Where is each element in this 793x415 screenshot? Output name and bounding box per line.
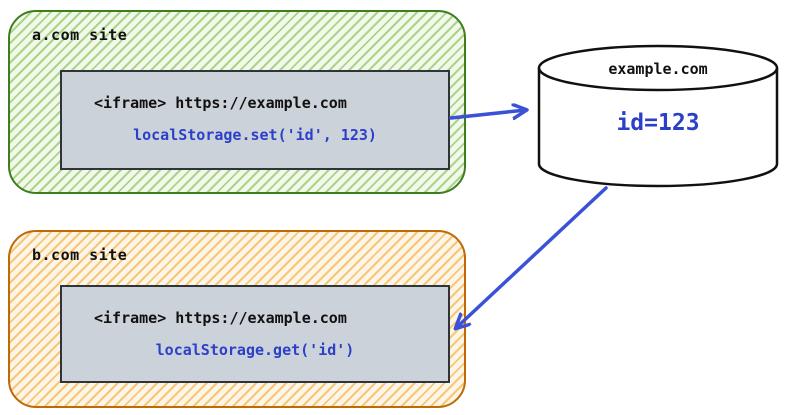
site-a-label: a.com site [32,26,128,44]
site-b-label: b.com site [32,246,128,264]
site-b-container: b.com site <iframe> https://example.com … [8,230,466,408]
arrow-storage-to-get [456,186,608,328]
site-a-iframe-text: <iframe> https://example.com [94,94,347,112]
site-b-iframe-text: <iframe> https://example.com [94,309,347,327]
site-a-iframe-box: <iframe> https://example.com localStorag… [60,70,450,170]
site-a-code-text: localStorage.set('id', 123) [133,126,377,144]
site-b-code-text: localStorage.get('id') [155,341,355,359]
storage-cylinder: example.com id=123 [536,42,780,192]
site-a-container: a.com site <iframe> https://example.com … [8,10,466,194]
cylinder-shape-icon [537,44,779,188]
site-b-iframe-box: <iframe> https://example.com localStorag… [60,285,450,383]
storage-domain-label: example.com [608,60,708,78]
storage-value-label: id=123 [616,110,700,136]
